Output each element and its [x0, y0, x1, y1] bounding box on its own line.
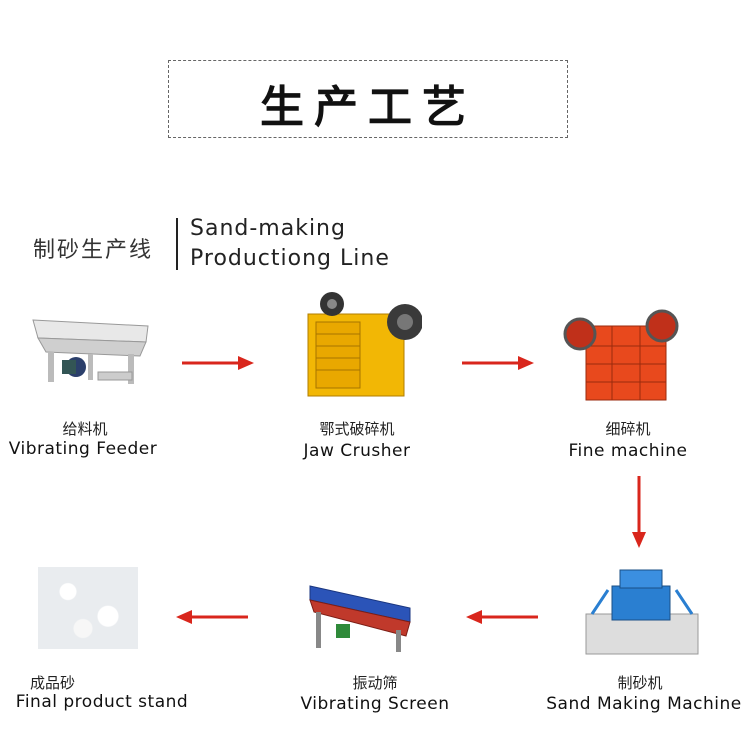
jaw-crusher-image — [307, 292, 422, 397]
step-label-cn: 振动筛 — [352, 674, 398, 692]
arrow-right-icon — [182, 356, 254, 370]
fine-crusher-image — [563, 309, 679, 401]
vibrating-screen-image — [309, 585, 411, 652]
step-label-en: Vibrating Feeder — [8, 439, 158, 459]
line-title-cn: 制砂生产线 — [33, 238, 154, 263]
step-label-en: Fine machine — [568, 441, 688, 461]
arrow-right-icon — [462, 356, 534, 370]
step-label-cn: 成品砂 — [30, 674, 76, 692]
arrow-down-icon — [632, 476, 646, 548]
arrow-left-icon — [176, 610, 248, 624]
step-label-cn: 给料机 — [62, 420, 108, 438]
step-label-en: Final product stand — [15, 692, 189, 712]
step-label-en: Vibrating Screen — [300, 694, 450, 714]
divider — [176, 218, 178, 270]
sand-making-machine-image — [585, 569, 699, 655]
title-box: 生产工艺 — [168, 60, 568, 138]
step-label-en: Sand Making Machine — [546, 694, 742, 714]
final-product-image — [38, 567, 138, 649]
vibrating-feeder-image — [32, 319, 149, 384]
line-title-en-2: Productiong Line — [190, 246, 390, 271]
step-label-cn: 细碎机 — [605, 420, 651, 438]
page-title: 生产工艺 — [260, 82, 476, 133]
line-title-en-1: Sand-making — [190, 216, 346, 241]
step-label-en: Jaw Crusher — [303, 441, 411, 461]
arrow-left-icon — [466, 610, 538, 624]
step-label-cn: 制砂机 — [617, 674, 663, 692]
step-label-cn: 鄂式破碎机 — [319, 420, 395, 438]
